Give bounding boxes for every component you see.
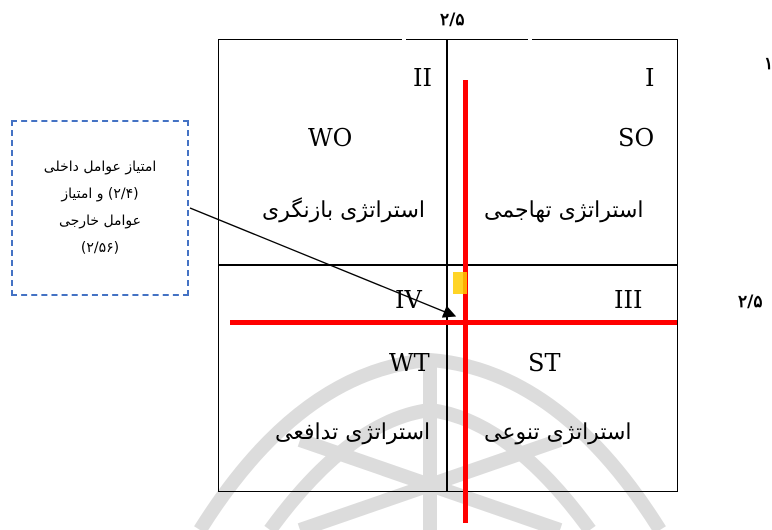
quadrant-4-strategy: استراتژی تدافعی xyxy=(275,420,431,445)
annotation-line-4: (۲/۵۶) xyxy=(80,240,120,256)
frame-gap xyxy=(402,37,406,41)
annotation-line-1: امتیاز عوامل داخلی xyxy=(43,159,157,175)
quadrant-3-roman: III xyxy=(614,286,643,314)
quadrant-4-code: WT xyxy=(389,349,430,377)
quadrant-2-strategy: استراتژی بازنگری xyxy=(262,198,425,223)
top-axis-value: ۲/۵ xyxy=(440,10,465,30)
annotation-line-3: عوامل خارجی xyxy=(58,213,142,229)
quadrant-1-strategy: استراتژی تهاجمی xyxy=(484,198,644,223)
matrix-horizontal-divider xyxy=(218,264,678,266)
swot-matrix-frame xyxy=(218,39,678,492)
quadrant-3-strategy: استراتژی تنوعی xyxy=(484,420,632,445)
position-marker xyxy=(453,272,467,294)
quadrant-2-code: WO xyxy=(308,124,353,152)
right-partial-value: ۱ xyxy=(764,54,772,74)
quadrant-3-code: ST xyxy=(528,349,561,377)
quadrant-1-code: SO xyxy=(618,124,655,152)
right-axis-value: ۲/۵ xyxy=(738,292,763,312)
annotation-line-2: (۲/۴) و امتیاز xyxy=(61,186,139,202)
quadrant-2-roman: II xyxy=(413,64,432,92)
crosshair-horizontal-line xyxy=(230,320,677,325)
matrix-vertical-divider xyxy=(446,39,448,492)
annotation-box: امتیاز عوامل داخلی (۲/۴) و امتیاز عوامل … xyxy=(11,120,189,296)
frame-gap xyxy=(528,37,532,41)
crosshair-vertical-line xyxy=(463,80,468,523)
quadrant-1-roman: I xyxy=(645,64,655,92)
watermark-logo xyxy=(194,352,666,530)
